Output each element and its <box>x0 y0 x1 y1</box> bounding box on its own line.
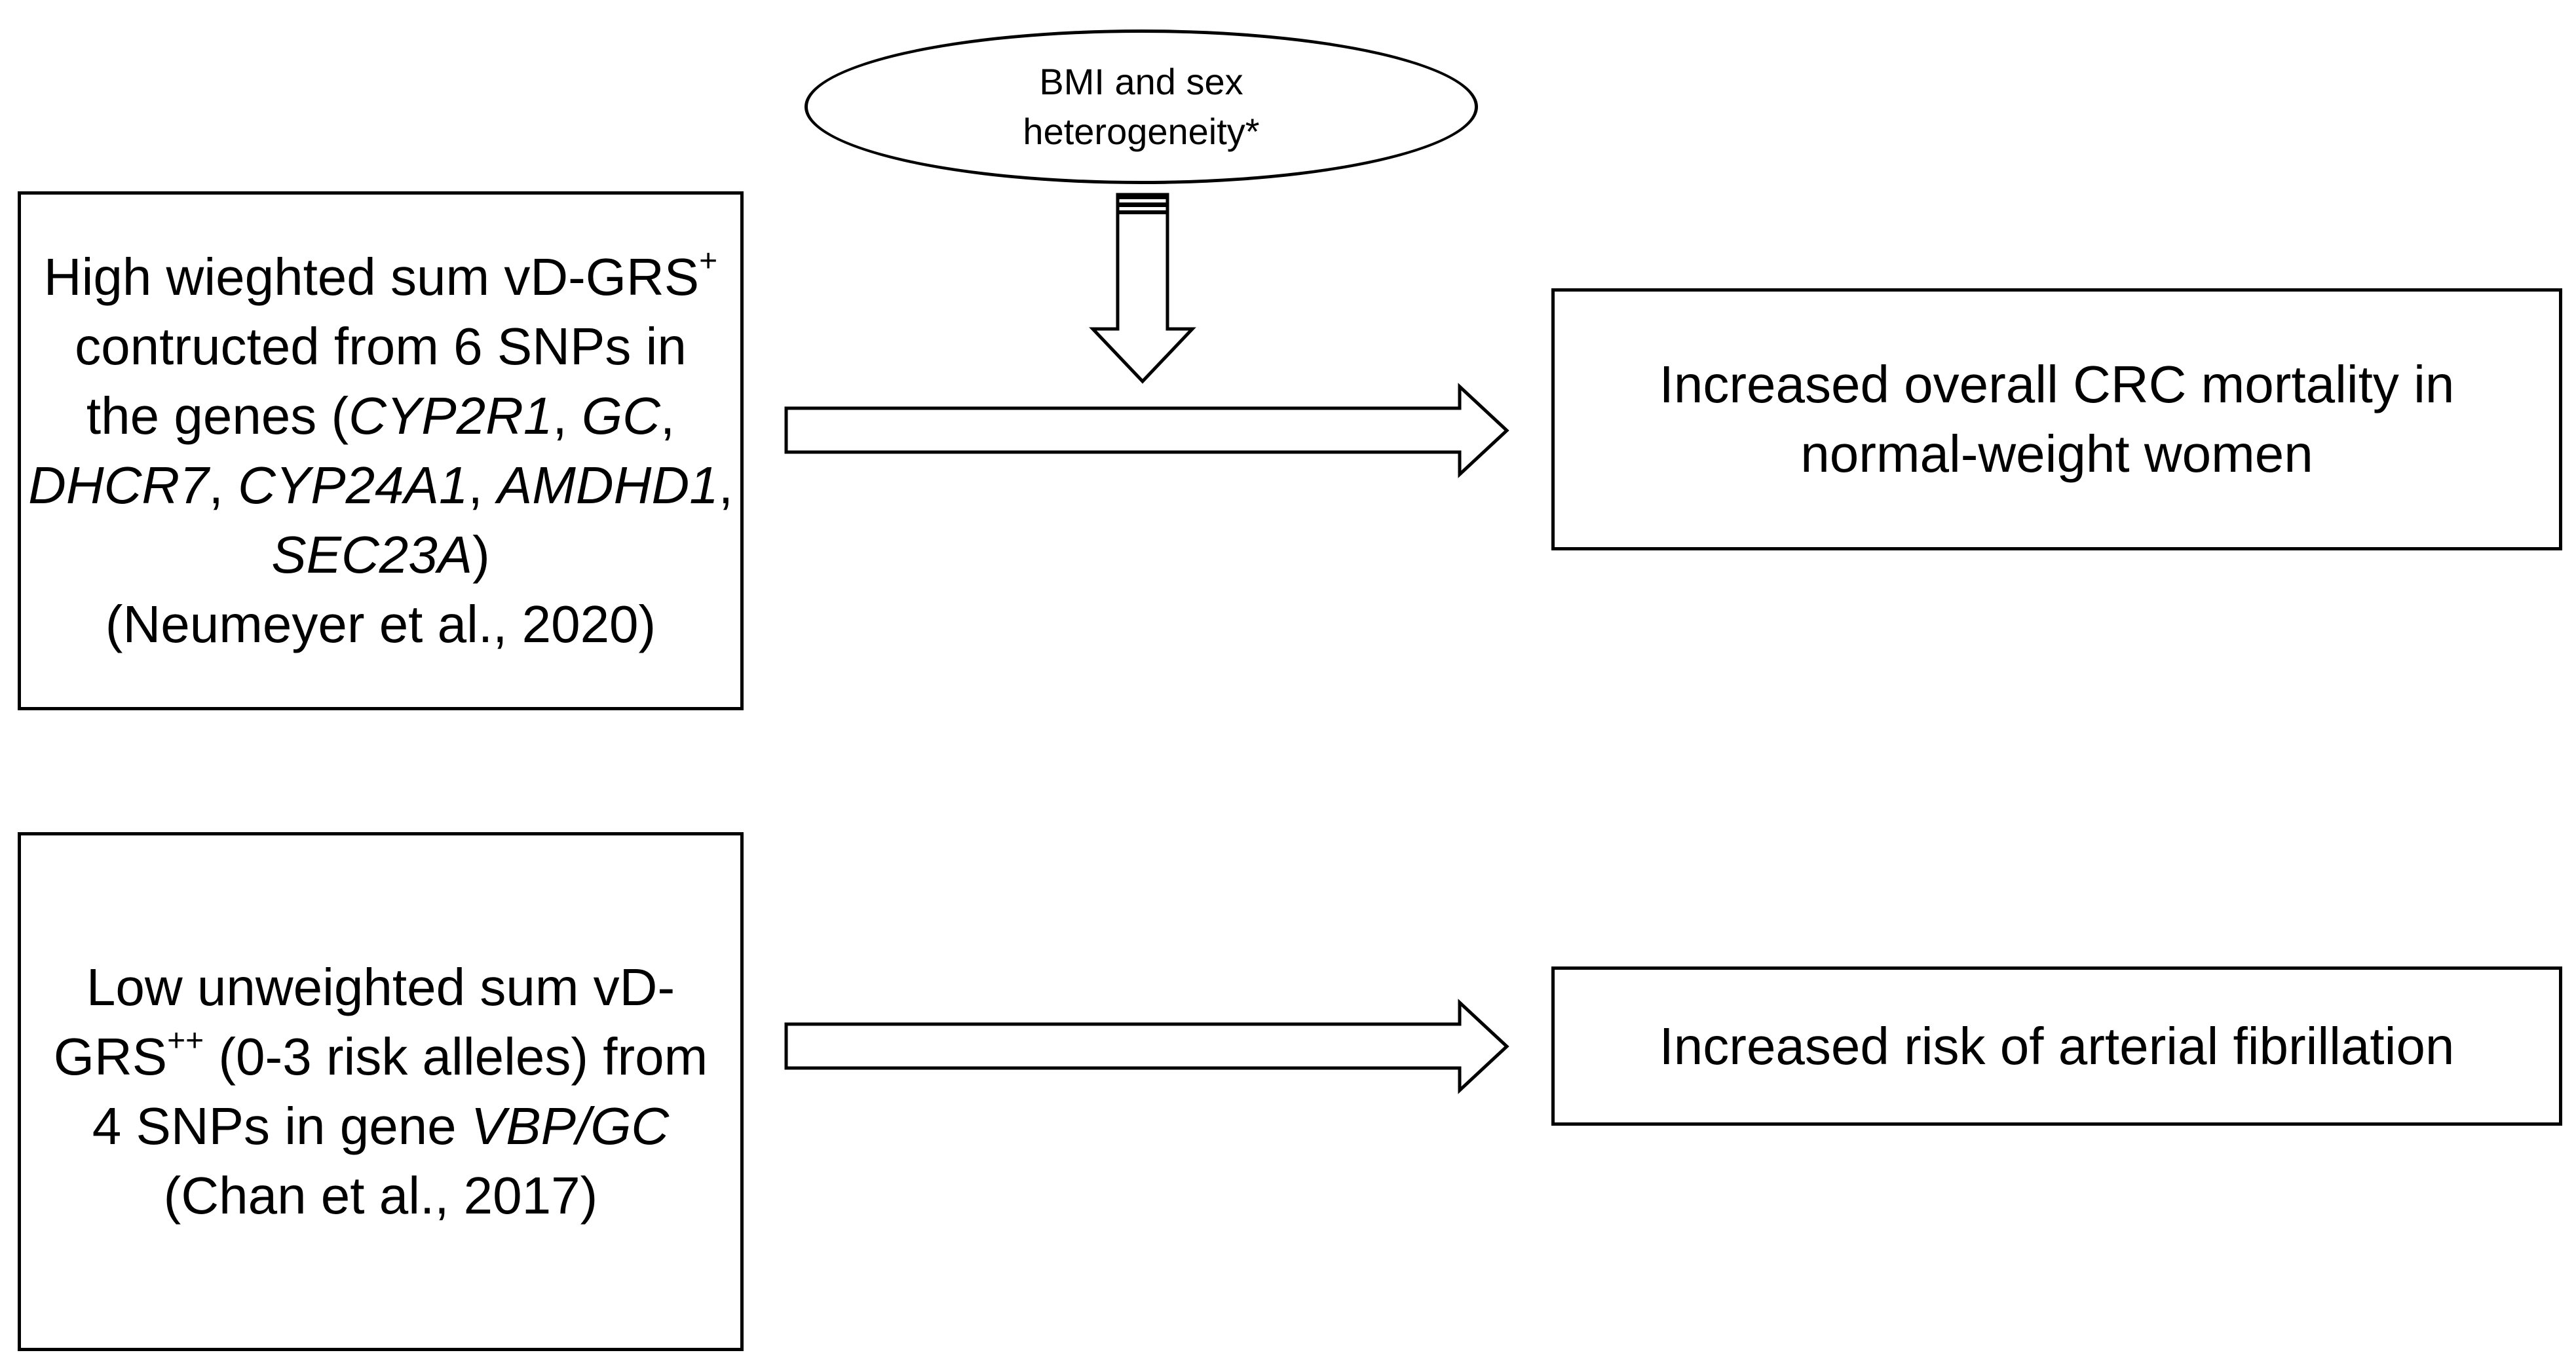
arrow-moderator-down <box>1089 193 1196 384</box>
gene-sec23a: SEC23A <box>271 526 473 584</box>
outcome-2-text: Increased risk of arterial fibrillation <box>1659 1012 2455 1081</box>
exposure-2-line-3-text: 4 SNPs in gene <box>92 1097 471 1155</box>
moderator-ellipse: BMI and sex heterogeneity* <box>805 29 1478 184</box>
outcome-2-line-1: Increased risk of arterial fibrillation <box>1659 1016 2455 1075</box>
exposure-2-line-3: 4 SNPs in gene VBP/GC <box>54 1092 708 1161</box>
outcome-1-text: Increased overall CRC mortality in norma… <box>1659 350 2455 489</box>
exposure-2-superscript: ++ <box>167 1023 204 1058</box>
exposure-2-line-2: GRS++ (0-3 risk alleles) from <box>54 1022 708 1092</box>
exposure-box-neumeyer: High wieghted sum vD-GRS+ contructed fro… <box>18 191 744 710</box>
gene-dhcr7: DHCR7 <box>28 456 209 514</box>
exposure-1-line-1-text: High wieghted sum vD-GRS <box>43 248 700 306</box>
gene-gc: GC <box>581 387 660 445</box>
separator: , <box>208 456 238 514</box>
exposure-2-text: Low unweighted sum vD- GRS++ (0-3 risk a… <box>54 953 708 1231</box>
separator: , <box>468 456 497 514</box>
exposure-1-line-5: SEC23A) <box>28 520 733 590</box>
exposure-1-line-4: DHCR7, CYP24A1, AMDHD1, <box>28 451 733 520</box>
gene-cyp24a1: CYP24A1 <box>238 456 468 514</box>
exposure-2-line-2-rest: (0-3 risk alleles) from <box>204 1027 708 1086</box>
gene-vbp-gc: VBP/GC <box>470 1097 670 1155</box>
separator: , <box>660 387 675 445</box>
arrow-exposure2-to-outcome2 <box>784 999 1509 1094</box>
exposure-1-text: High wieghted sum vD-GRS+ contructed fro… <box>28 242 733 659</box>
separator: , <box>552 387 582 445</box>
outcome-1-line-2: normal-weight women <box>1800 425 2313 483</box>
separator: , <box>718 456 733 514</box>
exposure-1-line-3-text: the genes ( <box>86 387 349 445</box>
arrow-exposure1-to-outcome1 <box>784 383 1509 478</box>
exposure-1-line-2: contructed from 6 SNPs in <box>75 317 687 375</box>
closing-paren: ) <box>472 526 490 584</box>
exposure-1-citation: (Neumeyer et al., 2020) <box>105 595 656 653</box>
exposure-2-line-2-text: GRS <box>53 1027 168 1086</box>
gene-amdhd1: AMDHD1 <box>497 456 719 514</box>
gene-cyp2r1: CYP2R1 <box>349 387 553 445</box>
exposure-2-citation: (Chan et al., 2017) <box>163 1166 598 1225</box>
moderator-line-2: heterogeneity* <box>1023 111 1260 152</box>
exposure-1-superscript: + <box>699 244 718 278</box>
moderator-line-1: BMI and sex <box>1039 61 1243 102</box>
outcome-1-line-1: Increased overall CRC mortality in <box>1659 355 2455 413</box>
outcome-box-fibrillation: Increased risk of arterial fibrillation <box>1551 966 2562 1126</box>
moderator-label: BMI and sex heterogeneity* <box>1023 57 1259 157</box>
exposure-1-line-3: the genes (CYP2R1, GC, <box>28 381 733 451</box>
exposure-1-line-1: High wieghted sum vD-GRS+ <box>28 242 733 312</box>
exposure-box-chan: Low unweighted sum vD- GRS++ (0-3 risk a… <box>18 832 744 1351</box>
exposure-2-line-1: Low unweighted sum vD- <box>86 958 675 1016</box>
outcome-box-crc-mortality: Increased overall CRC mortality in norma… <box>1551 288 2562 550</box>
